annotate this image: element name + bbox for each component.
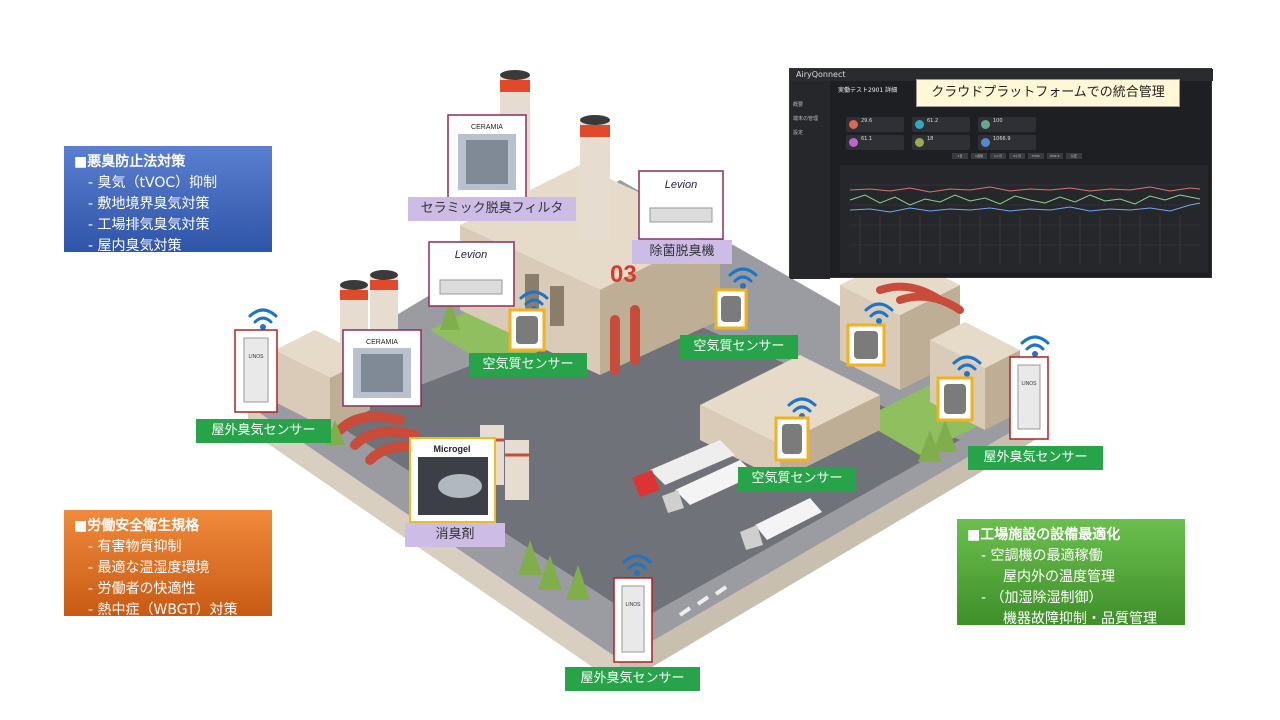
facility-box-item: - （加湿除湿制御） <box>981 590 1103 606</box>
dashboard-tab[interactable]: 1週間 <box>971 153 987 159</box>
labor-safety-info-box: ■労働安全衛生規格 - 有害物質抑制 - 最適な温湿度環境 - 労働者の快適性 … <box>64 510 272 618</box>
wifi-icon <box>864 302 894 324</box>
wifi-icon <box>622 554 652 576</box>
odor-box-item: - 敷地境界臭気対策 <box>88 196 210 212</box>
facility-box-item: 屋内外の温度管理 <box>1003 569 1115 585</box>
dashboard-heading: 実働テスト2901 詳細 <box>838 87 898 94</box>
truck-white-1 <box>662 460 755 513</box>
metric-tile: 61.1 <box>846 135 904 150</box>
svg-text:LINOS: LINOS <box>1021 381 1037 387</box>
dashboard-side-item[interactable]: 設定 <box>793 130 804 136</box>
outdoor-sensor-label: 屋外臭気センサー <box>565 667 700 691</box>
svg-text:CERAMIA: CERAMIA <box>471 124 503 131</box>
far-right-building-roof <box>930 322 1020 368</box>
dashboard-side-item[interactable]: 概要 <box>793 102 804 108</box>
levion-sterilizer-image: Levion <box>638 170 724 240</box>
deodorant-label: 消臭剤 <box>405 523 505 547</box>
metric-tile: 18 <box>912 135 970 150</box>
cloud-dashboard-panel: AiryQonnect 概要 端末の管理 設定 実働テスト2901 詳細 クラウ… <box>789 68 1213 279</box>
air-sensor-label: 空気質センサー <box>738 467 856 491</box>
wifi-icon <box>952 355 982 377</box>
outdoor-odor-sensor-icon: LINOS <box>1009 356 1049 440</box>
ceramic-filter-label: セラミック脱臭フィルタ <box>408 197 576 221</box>
air-quality-sensor-icon <box>846 323 886 367</box>
odor-box-item: - 工場排気臭気対策 <box>88 217 210 233</box>
outdoor-sensor-label: 屋外臭気センサー <box>196 419 331 443</box>
labor-box-item: - 熱中症（WBGT）対策 <box>88 602 238 618</box>
metric-tile: 61.2 <box>912 117 970 132</box>
metric-tile: 29.6 <box>846 117 904 132</box>
dashboard-side-item[interactable]: 端末の管理 <box>793 116 819 122</box>
trees <box>325 300 957 600</box>
facility-box-title: ■工場施設の設備最適化 <box>967 527 1121 543</box>
dashboard-sidebar: 概要 端末の管理 設定 <box>790 81 830 279</box>
parking-stripes <box>678 585 728 617</box>
air-sensor-label: 空気質センサー <box>680 335 798 359</box>
svg-text:Levion: Levion <box>665 179 697 191</box>
warehouse-front <box>700 405 780 480</box>
wifi-icon <box>1020 335 1050 357</box>
facility-box-item: - 空調機の最適稼働 <box>981 548 1103 564</box>
labor-box-title: ■労働安全衛生規格 <box>74 518 200 534</box>
outdoor-odor-sensor-icon: LINOS <box>613 577 653 663</box>
warehouse-roof <box>700 355 880 445</box>
sterilizer-label: 除菌脱臭機 <box>632 240 732 264</box>
cloud-platform-callout: クラウドプラットフォームでの統合管理 <box>916 79 1180 107</box>
dashboard-tab[interactable]: TVOC <box>1028 153 1044 159</box>
platform-right-side <box>620 418 1035 686</box>
levion-sterilizer-image: Levion <box>428 241 515 307</box>
ceramic-filter-image: CERAMIA <box>447 114 527 199</box>
labor-box-item: - 有害物質抑制 <box>88 539 182 555</box>
pipes-center <box>610 305 640 375</box>
trend-line-blue <box>849 202 1201 213</box>
dashboard-tab[interactable]: PM2.5 <box>1047 153 1063 159</box>
labor-box-item: - 労働者の快適性 <box>88 581 196 597</box>
air-quality-sensor-icon <box>936 376 974 422</box>
svg-text:LINOS: LINOS <box>625 602 641 608</box>
metric-tile: 100 <box>978 117 1036 132</box>
dashboard-tab[interactable]: 気圧 <box>1066 153 1082 159</box>
dashboard-brand: AiryQonnect <box>796 70 846 79</box>
svg-text:Levion: Levion <box>455 249 487 261</box>
outdoor-odor-sensor-icon: LINOS <box>234 329 278 413</box>
wifi-icon <box>728 267 758 289</box>
air-sensor-label: 空気質センサー <box>469 353 587 377</box>
air-quality-sensor-icon <box>774 416 810 462</box>
microgel-deodorant-image: Microgel <box>409 437 496 523</box>
odor-control-info-box: ■悪臭防止法対策 - 臭気（tVOC）抑制 - 敷地境界臭気対策 - 工場排気臭… <box>64 146 272 254</box>
pipes-right <box>876 282 964 314</box>
truck-red <box>632 440 735 497</box>
dashboard-tab[interactable]: 1日 <box>952 153 968 159</box>
svg-text:CERAMIA: CERAMIA <box>366 339 398 346</box>
chimney-right <box>580 115 610 240</box>
trend-line-red <box>849 186 1201 193</box>
dashboard-top-bar: AiryQonnect <box>790 69 1213 81</box>
facility-optimization-info-box: ■工場施設の設備最適化 - 空調機の最適稼働 屋内外の温度管理 - （加湿除湿制… <box>957 519 1185 627</box>
air-quality-sensor-icon <box>714 288 748 330</box>
wifi-icon <box>248 308 278 330</box>
svg-text:LINOS: LINOS <box>248 354 264 360</box>
odor-box-item: - 屋内臭気対策 <box>88 238 182 254</box>
metric-tile: 1066.9 <box>978 135 1036 150</box>
odor-box-item: - 臭気（tVOC）抑制 <box>88 175 218 191</box>
ceramic-filter-image: CERAMIA <box>342 329 422 407</box>
dashboard-trend-chart <box>840 165 1208 273</box>
outdoor-sensor-label: 屋外臭気センサー <box>968 446 1103 470</box>
odor-box-title: ■悪臭防止法対策 <box>74 154 186 170</box>
trend-line-green <box>849 194 1201 206</box>
building-number: 03 <box>610 261 637 288</box>
left-building-front <box>275 350 330 430</box>
labor-box-item: - 最適な温湿度環境 <box>88 560 210 576</box>
air-quality-sensor-icon <box>508 308 546 352</box>
facility-box-item: 機器故障抑制・品質管理 <box>1003 611 1157 627</box>
dashboard-tab[interactable]: 1ヶ月 <box>990 153 1006 159</box>
svg-text:Microgel: Microgel <box>433 444 470 454</box>
dashboard-tab[interactable]: 3ヶ月 <box>1009 153 1025 159</box>
truck-white-2 <box>740 498 822 550</box>
